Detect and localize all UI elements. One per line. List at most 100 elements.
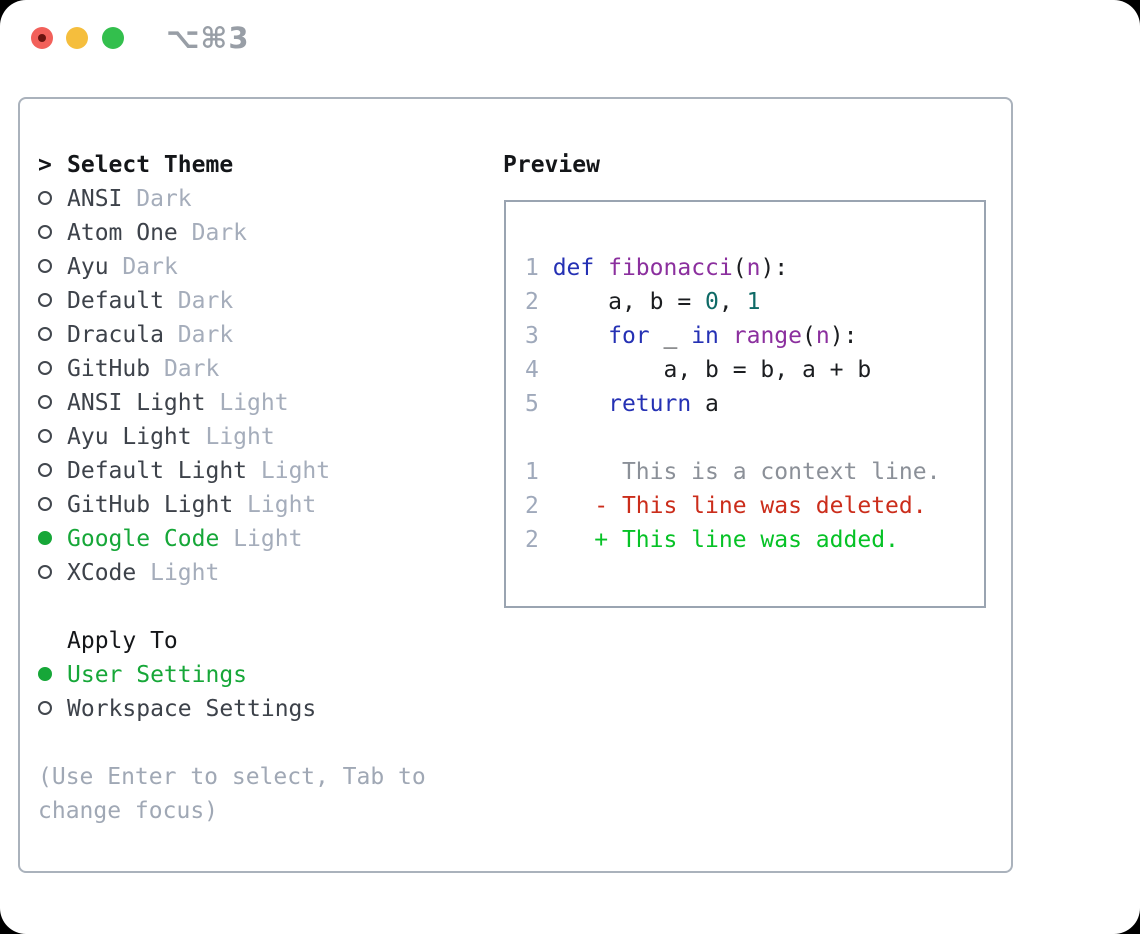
diff-line-del: 2 - This line was deleted. (525, 489, 984, 523)
radio-icon (38, 692, 67, 726)
code-token: ( (732, 255, 747, 281)
radio-icon (38, 454, 67, 488)
variant-label: Light (260, 458, 331, 484)
code-token: 1 (746, 289, 761, 315)
apply-to-title: Apply To (67, 628, 178, 654)
option-label: Dracula (67, 322, 164, 348)
code-token: def (552, 255, 595, 281)
theme-option[interactable]: Atom One Dark (38, 216, 330, 250)
theme-option[interactable]: ANSI Light Light (38, 386, 330, 420)
theme-list-header: > Select Theme (38, 148, 330, 182)
line-number: 2 (525, 289, 539, 315)
code-token: ): (760, 255, 789, 281)
code-token: _ (649, 323, 692, 349)
code-token (553, 323, 608, 349)
code-line: 5 return a (525, 387, 984, 421)
theme-picker-panel (18, 97, 1013, 873)
line-number: 5 (525, 391, 539, 417)
zoom-button[interactable] (102, 27, 124, 49)
theme-option[interactable]: XCode Light (38, 556, 330, 590)
option-label: User Settings (67, 662, 248, 688)
code-token (719, 323, 733, 349)
code-token: ( (802, 323, 816, 349)
apply-to-option[interactable]: User Settings (38, 658, 316, 692)
theme-option[interactable]: Default Dark (38, 284, 330, 318)
variant-label: Dark (177, 288, 234, 314)
code-line: 3 for _ in range(n): (525, 319, 984, 353)
apply-to-header: Apply To (38, 624, 316, 658)
theme-option[interactable]: GitHub Dark (38, 352, 330, 386)
variant-label: Light (247, 492, 317, 518)
code-token (553, 391, 608, 417)
help-line: change focus) (38, 798, 219, 824)
code-token: fibonacci (608, 255, 733, 281)
variant-label: Dark (136, 186, 192, 212)
line-number: 3 (525, 323, 539, 349)
theme-option[interactable]: Ayu Dark (38, 250, 330, 284)
code-token: a (691, 391, 719, 417)
option-label: Ayu (67, 254, 109, 280)
window-title: ⌥⌘3 (166, 21, 250, 55)
option-label: Default (67, 288, 164, 314)
radio-selected-icon (38, 658, 67, 692)
theme-option[interactable]: ANSI Dark (38, 182, 330, 216)
radio-icon (38, 488, 67, 522)
code-token (594, 255, 608, 281)
code-token: ): (829, 323, 858, 349)
variant-label: Light (233, 526, 303, 552)
variant-label: Light (150, 560, 220, 586)
radio-icon (38, 318, 67, 352)
code-token: in (691, 323, 719, 349)
radio-selected-icon (38, 522, 67, 556)
code-token: range (732, 323, 802, 349)
theme-option[interactable]: Dracula Dark (38, 318, 330, 352)
option-label: GitHub Light (67, 492, 234, 518)
line-number: 4 (525, 357, 539, 383)
variant-label: Dark (163, 356, 220, 382)
radio-icon (38, 250, 67, 284)
theme-option[interactable]: Google Code Light (38, 522, 330, 556)
line-number: 2 (525, 493, 539, 519)
option-label: XCode (67, 560, 137, 586)
variant-label: Dark (177, 322, 234, 348)
radio-icon (38, 556, 67, 590)
radio-icon (38, 420, 67, 454)
code-token: return (608, 391, 692, 417)
code-token: n (815, 323, 830, 349)
line-number: 1 (525, 255, 539, 281)
theme-option[interactable]: Default Light Light (38, 454, 330, 488)
code-token: , (718, 289, 747, 315)
help-line: (Use Enter to select, Tab to (38, 764, 426, 790)
radio-icon (38, 216, 67, 250)
code-token: 0 (705, 289, 719, 315)
option-label: Atom One (67, 220, 178, 246)
diff-text: - This line was deleted. (552, 493, 927, 519)
code-token: n (746, 255, 761, 281)
diff-line-add: 2 + This line was added. (525, 523, 984, 557)
option-label: ANSI Light (67, 390, 206, 416)
theme-option[interactable]: Ayu Light Light (38, 420, 330, 454)
code-line: 2 a, b = 0, 1 (525, 285, 984, 319)
radio-icon (38, 284, 67, 318)
option-label: ANSI (67, 186, 123, 212)
theme-option[interactable]: GitHub Light Light (38, 488, 330, 522)
variant-label: Dark (122, 254, 178, 280)
code-token: a, b = b, a + b (552, 357, 872, 383)
theme-list-title: Select Theme (67, 152, 234, 178)
apply-to-option[interactable]: Workspace Settings (38, 692, 316, 726)
minimize-button[interactable] (66, 27, 88, 49)
code-line: 1 def fibonacci(n): (525, 251, 984, 285)
option-label: GitHub (67, 356, 151, 382)
diff-text: This is a context line. (552, 459, 941, 485)
variant-label: Light (219, 390, 289, 416)
code-token: a, b = (552, 289, 706, 315)
help-text: (Use Enter to select, Tab to change focus… (38, 760, 426, 828)
close-button[interactable] (31, 27, 53, 49)
line-number: 1 (525, 459, 539, 485)
preview-title: Preview (503, 152, 600, 178)
radio-icon (38, 352, 67, 386)
